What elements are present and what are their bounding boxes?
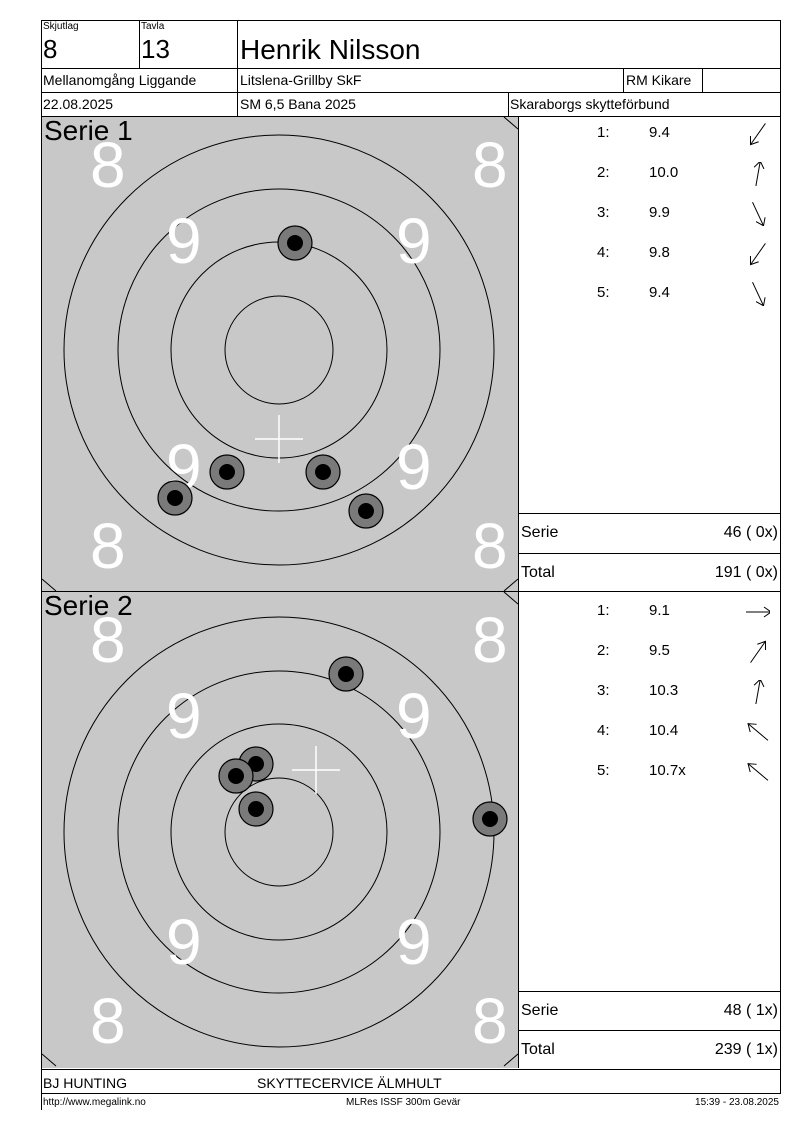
ring-number-9: 9	[166, 680, 202, 752]
footer-url[interactable]: http://www.megalink.no	[43, 1097, 146, 1108]
shot-value: 9.4	[649, 124, 670, 141]
arrow-right-icon	[745, 600, 772, 624]
shot-hole-center	[482, 811, 498, 827]
shot-value: 10.3	[649, 682, 679, 699]
shot-hole-center	[219, 464, 235, 480]
shot-hole-center	[358, 503, 374, 519]
arrow-up-right-icon	[746, 640, 770, 664]
serie-1-total-label: Total	[521, 564, 555, 581]
serie-2-title: Serie 2	[44, 592, 133, 621]
ring-number-9: 9	[396, 680, 432, 752]
shot-index: 3:	[597, 682, 610, 699]
skjutlag-value: 8	[43, 34, 58, 64]
ring-number-8: 8	[472, 985, 508, 1057]
shot-index: 3:	[597, 204, 610, 221]
arrow-down-left-icon	[746, 242, 770, 266]
arrow-down-right-icon	[746, 202, 770, 227]
competition-date: 22.08.2025	[43, 96, 114, 112]
footer-software: MLRes ISSF 300m Gevär	[346, 1097, 461, 1108]
shot-index: 1:	[597, 124, 610, 141]
club-name: Litslena-Grillby SkF	[240, 72, 362, 88]
ring-number-9: 9	[396, 431, 432, 503]
corner-tick	[503, 1053, 518, 1067]
shot-index: 5:	[597, 284, 610, 301]
shot-hole-center	[248, 801, 264, 817]
footer-timestamp: 15:39 - 23.08.2025	[695, 1097, 779, 1108]
ring-number-8: 8	[90, 510, 126, 582]
shot-hole-center	[228, 768, 244, 784]
shot-hole-center	[315, 464, 331, 480]
competition-name: SM 6,5 Bana 2025	[240, 96, 356, 112]
serie-1-total-value: 191 ( 0x)	[714, 564, 778, 581]
ring-number-8: 8	[90, 129, 126, 201]
shot-index: 1:	[597, 602, 610, 619]
corner-tick	[503, 117, 518, 130]
arrow-up-left-icon	[746, 720, 770, 744]
tavla-value: 13	[141, 34, 170, 64]
shot-index: 4:	[597, 722, 610, 739]
shot-value: 9.5	[649, 642, 670, 659]
serie-2-serie-value: 48 ( 1x)	[723, 1002, 778, 1019]
corner-tick	[503, 578, 518, 591]
shot-hole-center	[167, 490, 183, 506]
ring-number-9: 9	[396, 906, 432, 978]
shot-value: 10.4	[649, 722, 679, 739]
shot-value: 10.0	[649, 164, 679, 181]
skjutlag-label: Skjutlag	[43, 21, 79, 32]
target-ring	[224, 295, 334, 405]
shot-hole-center	[248, 756, 264, 772]
shot-value: 10.7x	[649, 762, 686, 779]
shot-value: 9.9	[649, 204, 670, 221]
shot-hole-center	[338, 666, 354, 682]
corner-tick	[503, 592, 518, 605]
shot-value: 9.8	[649, 244, 670, 261]
shot-value: 9.4	[649, 284, 670, 301]
shot-index: 5:	[597, 762, 610, 779]
ring-number-8: 8	[472, 129, 508, 201]
shooter-name: Henrik Nilsson	[240, 34, 421, 65]
shot-index: 2:	[597, 164, 610, 181]
ring-number-8: 8	[472, 510, 508, 582]
shot-hole-center	[287, 235, 303, 251]
corner-tick	[42, 578, 57, 591]
target-ring	[117, 188, 441, 512]
target-ring	[63, 134, 495, 566]
target-ring	[224, 777, 334, 887]
class-name: Mellanomgång Liggande	[43, 72, 197, 88]
ring-number-8: 8	[90, 604, 126, 676]
shot-index: 4:	[597, 244, 610, 261]
serie-1-title: Serie 1	[44, 117, 133, 146]
ring-number-8: 8	[90, 985, 126, 1057]
ring-number-9: 9	[166, 906, 202, 978]
arrow-down-left-icon	[746, 122, 770, 146]
sponsor-right: SKYTTECERVICE ÄLMHULT	[257, 1075, 442, 1091]
target-ring	[117, 670, 441, 994]
shot-index: 2:	[597, 642, 610, 659]
sight-type: RM Kikare	[626, 72, 692, 88]
serie-2-total-label: Total	[521, 1041, 555, 1058]
federation-name: Skaraborgs skytteförbund	[510, 96, 670, 112]
tavla-label: Tavla	[141, 21, 165, 32]
target-ring	[170, 723, 388, 941]
sponsor-left: BJ HUNTING	[43, 1075, 127, 1091]
arrow-up-left-icon	[746, 760, 770, 784]
corner-tick	[42, 1053, 57, 1067]
serie-2-serie-label: Serie	[521, 1002, 559, 1019]
ring-number-9: 9	[396, 205, 432, 277]
arrow-up-icon	[746, 678, 770, 705]
ring-number-8: 8	[472, 604, 508, 676]
serie-1-serie-value: 46 ( 0x)	[723, 524, 778, 541]
arrow-down-right-icon	[746, 282, 770, 307]
arrow-up-icon	[746, 160, 770, 187]
shot-value: 9.1	[649, 602, 670, 619]
serie-1-serie-label: Serie	[521, 524, 559, 541]
serie-2-total-value: 239 ( 1x)	[714, 1041, 778, 1058]
ring-number-9: 9	[166, 205, 202, 277]
